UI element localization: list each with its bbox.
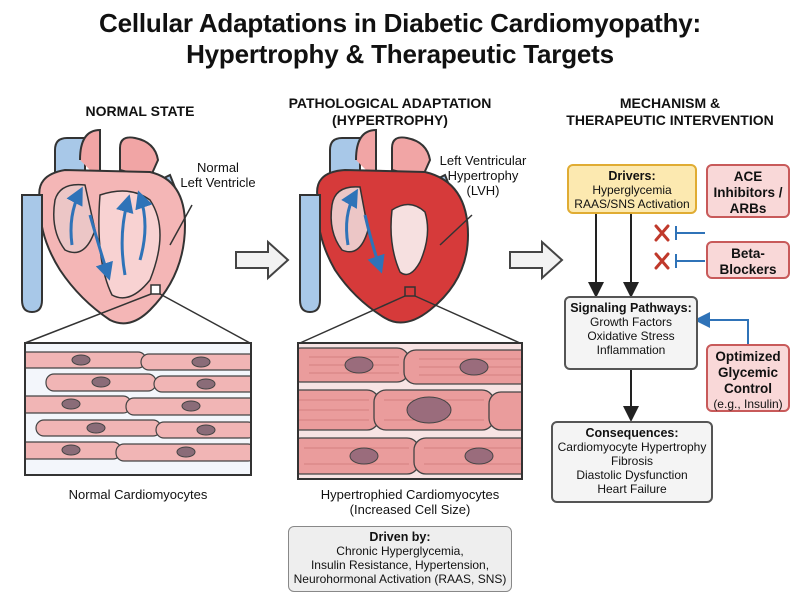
glycemic-line-4: (e.g., Insulin) — [713, 397, 783, 411]
driven-by-line-2: Insulin Resistance, Hypertension, — [310, 558, 490, 572]
glycemic-line-2: Glycemic — [717, 365, 779, 380]
lvh-label-line-2: Hypertrophy — [447, 168, 519, 183]
signaling-line-3: Inflammation — [596, 343, 666, 357]
hypertrophied-caption-line-1: Hypertrophied Cardiomyocytes — [320, 487, 500, 502]
mechanism-header-line-2: THERAPEUTIC INTERVENTION — [566, 112, 774, 128]
normal-lv-label-line-2: Left Ventricle — [180, 175, 256, 190]
drivers-title: Drivers: — [608, 169, 656, 183]
hypertrophied-caption-line-2: (Increased Cell Size) — [349, 502, 471, 517]
signaling-line-1: Growth Factors — [589, 315, 673, 329]
normal-state-header: NORMAL STATE — [85, 103, 195, 119]
lvh-label-line-3: (LVH) — [466, 183, 500, 198]
pathological-header: PATHOLOGICAL ADAPTATION (HYPERTROPHY) — [270, 95, 510, 129]
mechanism-header-line-1: MECHANISM & — [619, 95, 721, 111]
driven-by-title: Driven by: — [369, 530, 431, 544]
beta-line-1: Beta- — [731, 246, 765, 261]
lvh-label: Left Ventricular Hypertrophy (LVH) — [428, 153, 538, 198]
driven-by-box: Driven by: Chronic Hyperglycemia, Insuli… — [288, 526, 512, 592]
driven-by-line-1: Chronic Hyperglycemia, — [336, 544, 464, 558]
beta-blockers-box: Beta- Blockers — [706, 241, 790, 279]
consequences-line-1: Cardiomyocyte Hypertrophy — [557, 440, 707, 454]
signaling-title: Signaling Pathways: — [570, 301, 692, 315]
hypertrophied-heart-illustration — [299, 128, 470, 324]
normal-cardiomyocytes-panel — [24, 342, 252, 476]
consequences-line-4: Heart Failure — [597, 482, 667, 496]
hypertrophied-cardiomyocytes-caption: Hypertrophied Cardiomyocytes (Increased … — [282, 487, 538, 517]
normal-cells-drawing — [26, 351, 250, 462]
consequences-box: Consequences: Cardiomyocyte Hypertrophy … — [551, 421, 713, 503]
beta-line-2: Blockers — [719, 262, 777, 277]
title-line-1: Cellular Adaptations in Diabetic Cardiom… — [99, 8, 701, 38]
ace-line-1: ACE — [733, 169, 763, 184]
drivers-box: Drivers: Hyperglycemia RAAS/SNS Activati… — [567, 164, 697, 214]
ace-line-3: ARBs — [729, 201, 767, 216]
block-mark-beta — [654, 252, 670, 270]
transition-arrow-2 — [509, 239, 564, 281]
normal-heart-illustration — [21, 128, 187, 325]
normal-cardiomyocytes-caption: Normal Cardiomyocytes — [68, 487, 208, 502]
block-mark-ace — [654, 224, 670, 242]
lvh-label-line-1: Left Ventricular — [439, 153, 527, 168]
normal-lv-label-line-1: Normal — [197, 160, 239, 175]
consequences-title: Consequences: — [585, 426, 679, 440]
pathological-header-line-2: (HYPERTROPHY) — [332, 112, 448, 128]
page-title: Cellular Adaptations in Diabetic Cardiom… — [0, 8, 800, 70]
drivers-line-1: Hyperglycemia — [592, 183, 672, 197]
signaling-line-2: Oxidative Stress — [587, 329, 675, 343]
drivers-line-2: RAAS/SNS Activation — [574, 197, 690, 211]
driven-by-line-3: Neurohormonal Activation (RAAS, SNS) — [293, 572, 507, 586]
signaling-pathways-box: Signaling Pathways: Growth Factors Oxida… — [564, 296, 698, 370]
glycemic-line-3: Control — [724, 381, 772, 396]
ace-inhibitors-box: ACE Inhibitors / ARBs — [706, 164, 790, 218]
ace-line-2: Inhibitors / — [713, 185, 783, 200]
pathological-header-line-1: PATHOLOGICAL ADAPTATION — [288, 95, 492, 111]
consequences-line-3: Diastolic Dysfunction — [576, 468, 688, 482]
glycemic-control-box: Optimized Glycemic Control (e.g., Insuli… — [706, 344, 790, 412]
mechanism-header: MECHANISM & THERAPEUTIC INTERVENTION — [545, 95, 795, 129]
hypertrophied-cells-drawing — [299, 347, 521, 475]
title-line-2: Hypertrophy & Therapeutic Targets — [186, 39, 614, 69]
transition-arrow-1 — [235, 239, 290, 281]
normal-lv-label: Normal Left Ventricle — [168, 160, 268, 190]
consequences-line-2: Fibrosis — [610, 454, 653, 468]
hypertrophied-cardiomyocytes-panel — [297, 342, 523, 480]
glycemic-line-1: Optimized — [715, 349, 781, 364]
